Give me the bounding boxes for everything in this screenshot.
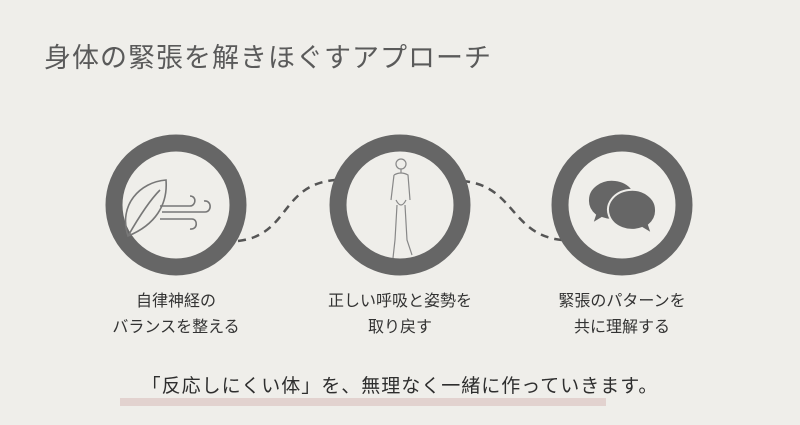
step-label-line: 共に理解する bbox=[573, 317, 670, 336]
step-ring bbox=[105, 134, 247, 276]
speech-bubbles-icon bbox=[586, 178, 658, 237]
step-label: 緊張のパターンを 共に理解する bbox=[512, 288, 732, 340]
step-label-line: バランスを整える bbox=[112, 317, 240, 336]
human-figure-icon bbox=[390, 158, 413, 259]
tagline-highlight bbox=[120, 398, 606, 406]
step-label-line: 自律神経の bbox=[135, 291, 216, 310]
step-label: 正しい呼吸と姿勢を 取り戻す bbox=[290, 288, 510, 340]
step-label-line: 正しい呼吸と姿勢を bbox=[327, 291, 472, 310]
tagline: 「反応しにくい体」を、無理なく一緒に作っていきます。 bbox=[141, 375, 659, 397]
dashed-connector bbox=[237, 178, 336, 243]
step-label: 自律神経の バランスを整える bbox=[66, 288, 286, 340]
step-label-line: 取り戻す bbox=[367, 317, 432, 336]
page-title: 身体の緊張を解きほぐすアプローチ bbox=[44, 43, 492, 74]
dashed-connector bbox=[461, 179, 563, 242]
leaf-wind-icon bbox=[124, 179, 211, 238]
step-label-line: 緊張のパターンを bbox=[558, 291, 686, 310]
